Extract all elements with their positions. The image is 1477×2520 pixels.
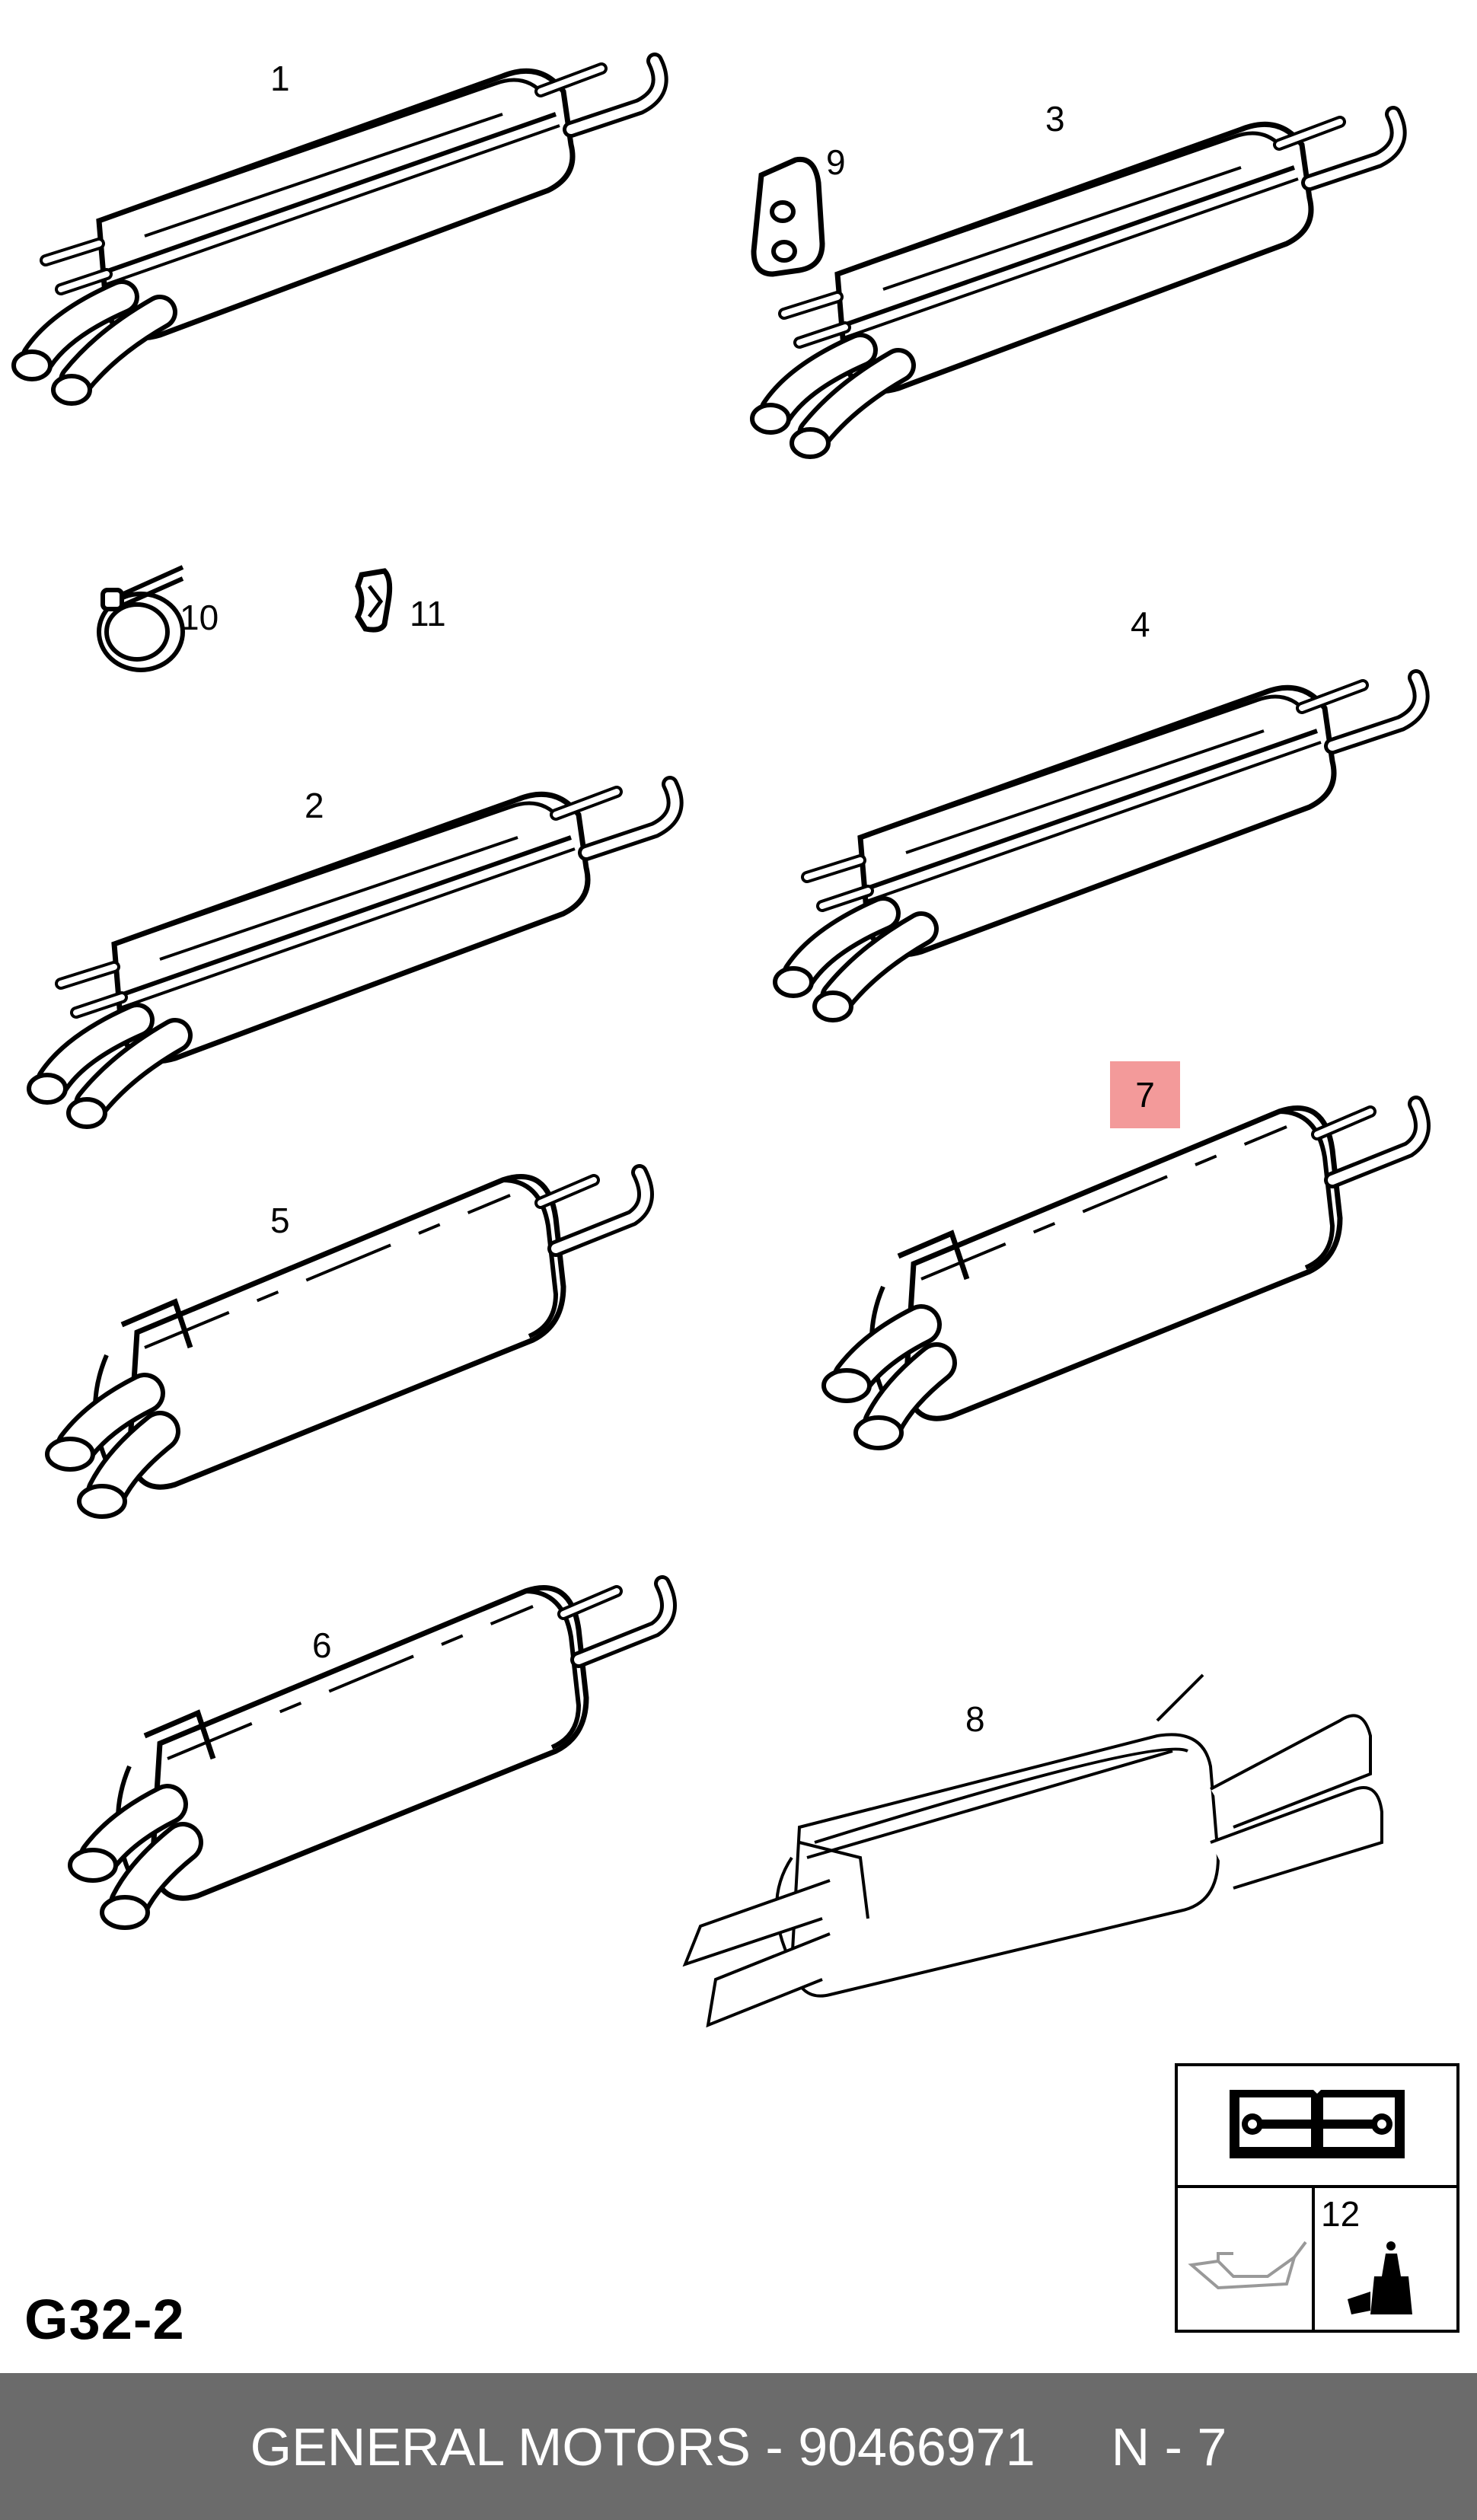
footer-bar: GENERAL MOTORS - 90466971 N - 7 [0,2373,1477,2520]
muffler-part-6 [70,1584,668,1928]
callout-2: 2 [305,786,324,825]
callout-1: 1 [270,59,290,98]
callout-8: 8 [965,1699,985,1739]
exhaust-parts-diagram [0,0,1459,2333]
clamp-part-10 [97,565,185,672]
reference-label: N - 7 [1111,2416,1227,2477]
callout-12: 12 [1321,2194,1361,2234]
callout-9: 9 [826,142,846,182]
part-number-label: GENERAL MOTORS - 90466971 [250,2416,1035,2477]
muffler-part-4 [775,678,1421,1020]
callout-11: 11 [410,594,446,633]
muffler-part-5 [47,1172,646,1517]
callout-7-highlight: 7 [1110,1061,1180,1128]
muffler-part-7 [824,1104,1422,1448]
rubber-hanger-part-9 [751,156,825,277]
callout-5: 5 [270,1201,290,1240]
callout-3: 3 [1045,99,1065,139]
legend-box [1175,2063,1459,2333]
callout-6: 6 [312,1625,332,1665]
muffler-part-3 [752,114,1399,457]
muffler-part-2 [29,784,675,1127]
muffler-part-1 [14,61,660,404]
callout-10: 10 [180,598,219,637]
muffler-part-8 [682,1673,1383,2028]
sealant-tube-icon [1348,2241,1412,2314]
oil-can-icon [1188,2241,1307,2290]
sheet-id: G32-2 [24,2288,185,2351]
repair-manual-icon [1230,2090,1405,2158]
callout-4: 4 [1131,604,1150,644]
bracket-part-11 [354,568,393,633]
